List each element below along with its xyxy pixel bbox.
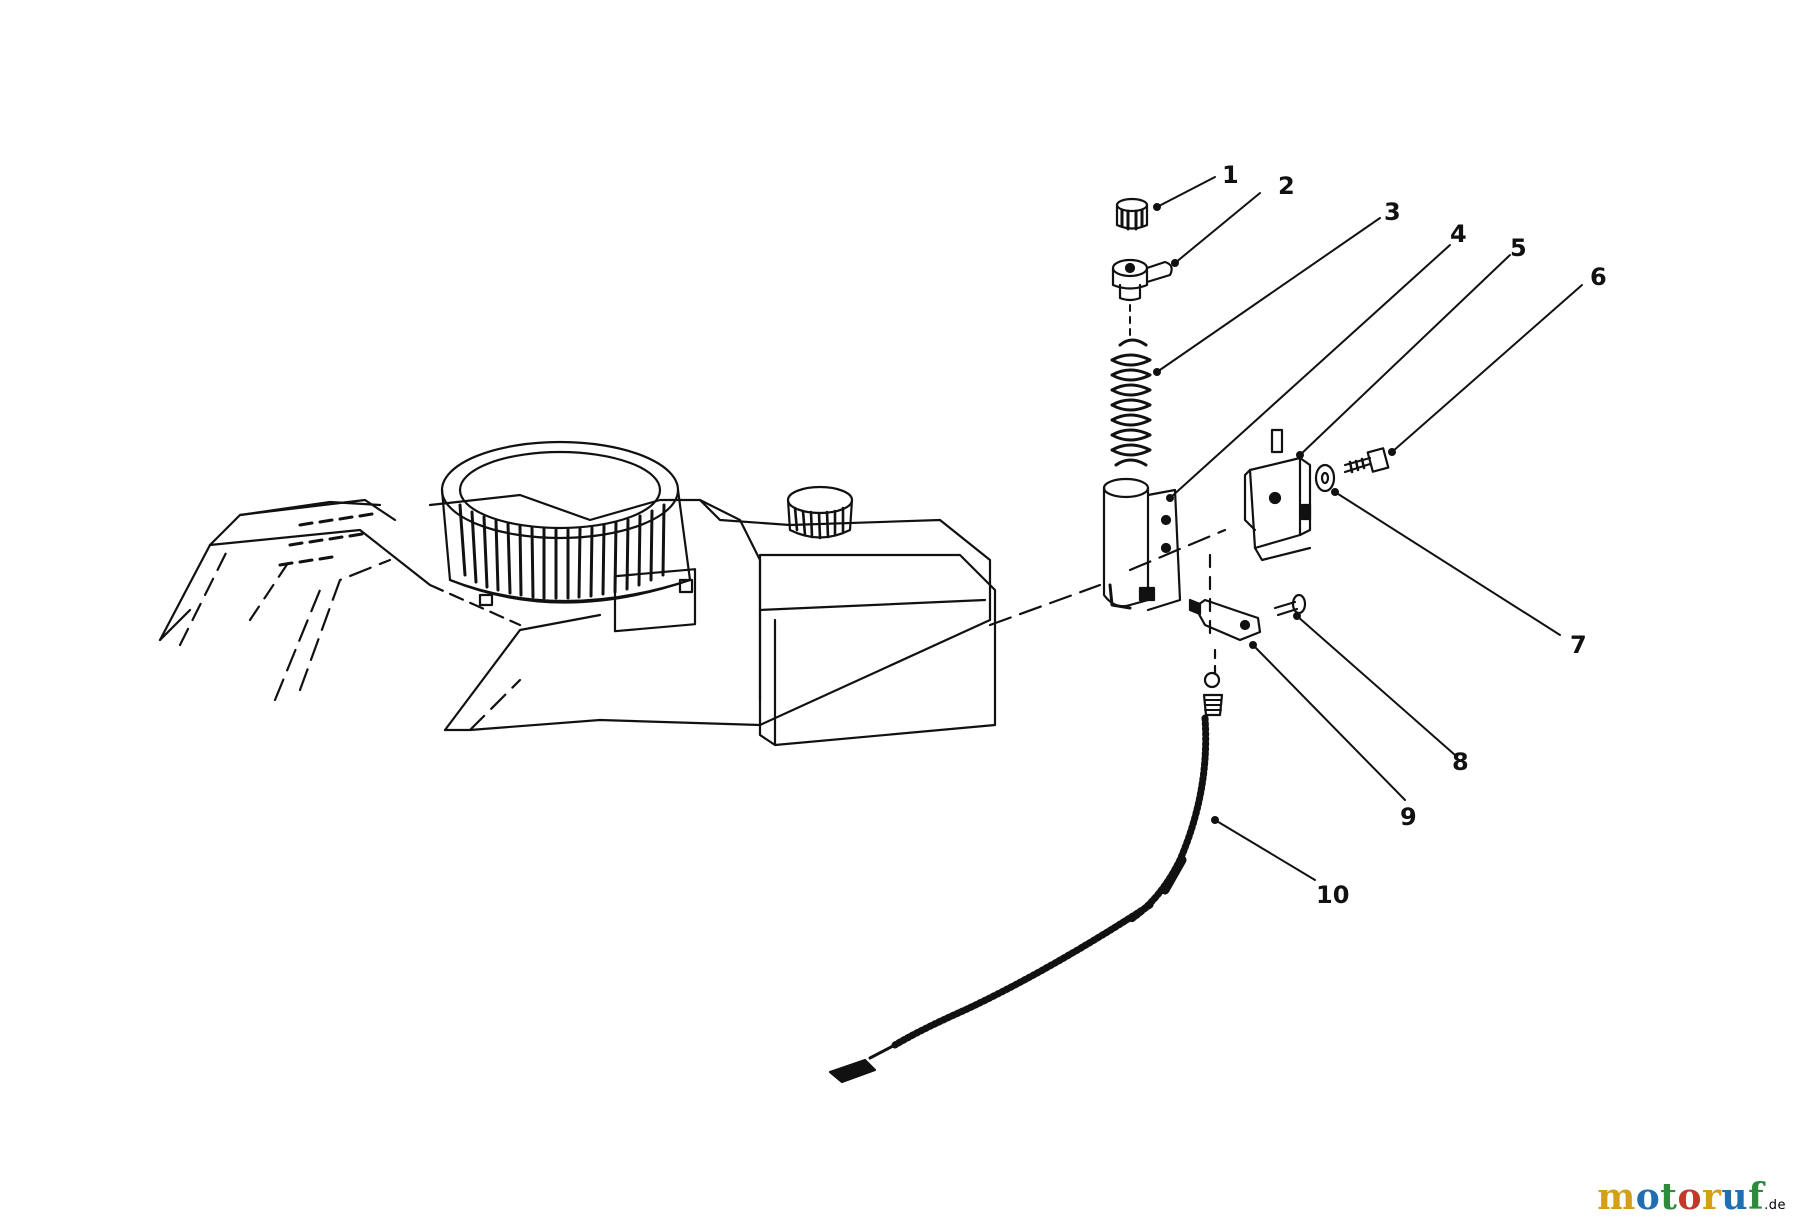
watermark-letter: f [1748,1176,1765,1218]
part-2-bushing [1111,258,1173,302]
watermark-letter: m [1597,1176,1636,1218]
part-8-screw [1273,593,1307,617]
callout-7: 7 [1570,631,1587,659]
part-5-switch [1243,428,1312,562]
callout-labels: 1 2 3 4 5 6 7 8 9 10 [1222,161,1607,909]
watermark-letter: o [1635,1176,1661,1218]
part-1-nut [1115,197,1149,231]
watermark-letter: r [1701,1176,1722,1218]
motoruf-watermark-logo: motoruf.de [1597,1176,1786,1218]
watermark-letter: u [1721,1176,1749,1218]
callout-8: 8 [1452,748,1469,776]
engine-assembly [158,440,997,747]
watermark-tld: .de [1764,1198,1786,1213]
callout-1: 1 [1222,161,1239,189]
part-4-housing [1102,477,1182,612]
part-9-clamp [1188,598,1262,642]
callout-2: 2 [1278,172,1295,200]
alignment-line [988,583,1102,627]
part-10-cable [828,671,1224,1084]
callout-9: 9 [1400,803,1417,831]
part-6-screw [1343,447,1390,474]
part-3-spring [1110,304,1152,467]
callout-5: 5 [1510,234,1527,262]
callout-6: 6 [1590,263,1607,291]
watermark-letter: o [1677,1176,1702,1218]
callout-3: 3 [1384,198,1401,226]
callout-4: 4 [1450,220,1467,248]
leader-lines [1153,176,1583,881]
callout-10: 10 [1316,881,1349,909]
part-7-washer [1314,463,1336,493]
watermark-letter: t [1660,1176,1678,1218]
